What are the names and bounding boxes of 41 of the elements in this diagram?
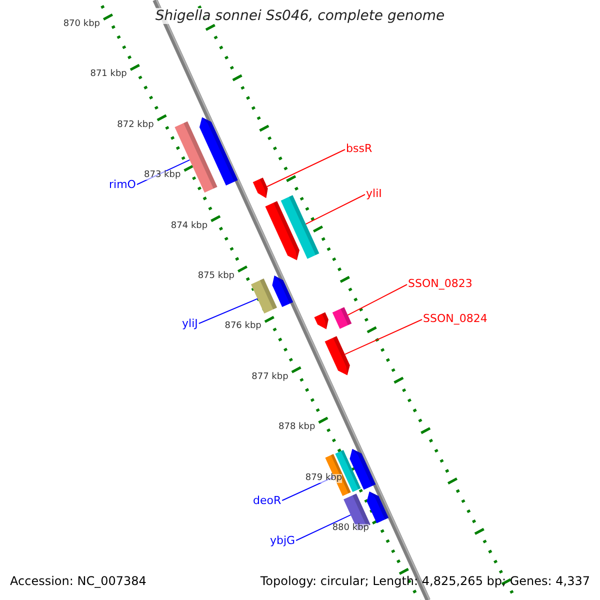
leader-line — [282, 476, 334, 501]
gene-block — [252, 178, 268, 198]
tick-label: 875 kbp — [198, 272, 234, 281]
tick-label: 878 kbp — [278, 423, 316, 432]
gene-block — [366, 491, 389, 524]
tick-label: 879 kbp — [305, 474, 342, 483]
leader-line — [344, 319, 422, 355]
gene-block — [265, 201, 300, 260]
tick-label: 876 kbp — [224, 322, 262, 332]
gene-block — [199, 117, 238, 186]
leader-line — [347, 284, 408, 316]
tick-label: 870 kbp — [63, 20, 100, 29]
gene-label: SSON_0824 — [423, 313, 488, 324]
gene-block — [272, 275, 294, 308]
genome-info-text: Topology: circular; Length: 4,825,265 bp; Genes: 4,337 — [260, 575, 590, 587]
leader-line — [198, 298, 258, 324]
tick-label: 872 kbp — [117, 120, 154, 130]
tick-label: 871 kbp — [90, 70, 127, 80]
gene-label: SSON_0823 — [408, 278, 472, 289]
gene-block — [251, 278, 277, 314]
gene-block — [314, 312, 328, 330]
leader-line — [305, 194, 366, 225]
tick-label: 877 kbp — [252, 372, 288, 382]
tick-label: 873 kbp — [144, 171, 181, 180]
gene-label: deoR — [253, 495, 282, 506]
leader-line — [296, 514, 352, 541]
gene-block — [280, 195, 320, 259]
gene-label: rimO — [109, 179, 136, 190]
leader-line — [266, 149, 346, 188]
gene-block — [332, 307, 352, 329]
gene-block — [350, 448, 376, 490]
gene-label: yliJ — [182, 318, 198, 329]
accession-text: Accession: NC_007384 — [10, 575, 146, 587]
leader-line — [136, 159, 190, 185]
gene-label: ybjG — [270, 535, 296, 546]
gene-label: bssR — [346, 143, 372, 154]
gene-block — [324, 336, 350, 376]
tick-label: 880 kbp — [332, 524, 369, 533]
gene-block — [325, 454, 351, 496]
gene-label: yliI — [366, 188, 382, 199]
tick-label: 874 kbp — [170, 222, 208, 231]
